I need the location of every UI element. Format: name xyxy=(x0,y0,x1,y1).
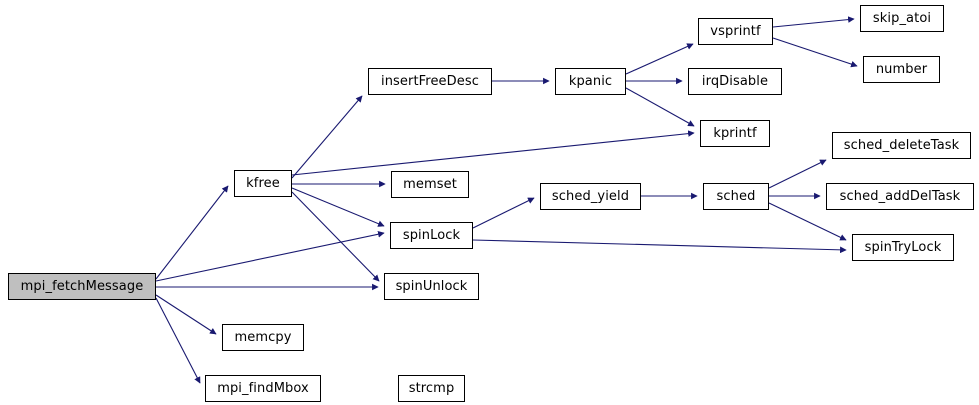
graph-node-mpi_fetchMessage[interactable]: mpi_fetchMessage xyxy=(8,273,156,300)
graph-edge-spinLock-to-spinTryLock xyxy=(472,239,847,254)
graph-edge-mpi_fetchMessage-to-kfree xyxy=(155,185,229,280)
graph-node-label: kprintf xyxy=(713,126,757,141)
graph-node-spinTryLock[interactable]: spinTryLock xyxy=(852,234,954,261)
graph-node-label: sched_deleteTask xyxy=(843,138,960,153)
graph-node-irqDisable[interactable]: irqDisable xyxy=(688,68,782,95)
graph-node-memcpy[interactable]: memcpy xyxy=(222,324,304,351)
graph-edge-kfree-to-insertFreeDesc xyxy=(291,95,363,179)
graph-node-label: insertFreeDesc xyxy=(381,74,479,89)
graph-node-kprintf[interactable]: kprintf xyxy=(700,120,770,147)
graph-edge-vsprintf-to-number xyxy=(772,37,858,68)
graph-node-label: sched xyxy=(716,189,756,204)
graph-node-label: skip_atoi xyxy=(872,11,932,26)
graph-edge-kfree-to-kprintf xyxy=(291,130,695,176)
graph-node-skip_atoi[interactable]: skip_atoi xyxy=(860,5,944,32)
graph-node-insertFreeDesc[interactable]: insertFreeDesc xyxy=(368,68,492,95)
graph-edge-kfree-to-spinUnlock xyxy=(291,191,380,282)
graph-node-memset[interactable]: memset xyxy=(391,171,469,198)
graph-node-spinUnlock[interactable]: spinUnlock xyxy=(384,273,479,300)
graph-node-label: mpi_findMbox xyxy=(217,381,309,396)
graph-node-label: number xyxy=(875,62,928,77)
graph-node-label: mpi_fetchMessage xyxy=(20,279,144,294)
graph-node-sched_addDelTask[interactable]: sched_addDelTask xyxy=(826,183,974,210)
graph-node-kpanic[interactable]: kpanic xyxy=(555,68,626,95)
graph-node-mpi_findMbox[interactable]: mpi_findMbox xyxy=(205,375,321,402)
graph-node-label: memcpy xyxy=(234,330,292,345)
graph-node-vsprintf[interactable]: vsprintf xyxy=(698,18,773,45)
graph-node-label: irqDisable xyxy=(701,74,769,89)
graph-node-label: sched_addDelTask xyxy=(839,189,961,204)
graph-node-label: memset xyxy=(403,177,457,192)
graph-node-label: kfree xyxy=(246,176,280,191)
graph-node-sched[interactable]: sched xyxy=(703,183,769,210)
graph-node-label: spinLock xyxy=(402,228,461,243)
graph-edge-kpanic-to-vsprintf xyxy=(625,43,694,75)
graph-node-sched_yield[interactable]: sched_yield xyxy=(540,183,641,210)
graph-node-label: strcmp xyxy=(408,381,455,396)
graph-edge-mpi_fetchMessage-to-spinLock xyxy=(155,230,385,282)
graph-edge-spinLock-to-sched_yield xyxy=(472,197,535,229)
graph-node-spinLock[interactable]: spinLock xyxy=(390,222,473,249)
graph-node-label: spinTryLock xyxy=(864,240,942,255)
graph-node-label: kpanic xyxy=(568,74,613,89)
graph-edge-vsprintf-to-skip_atoi xyxy=(772,16,855,28)
graph-node-sched_deleteTask[interactable]: sched_deleteTask xyxy=(832,132,971,159)
graph-edge-mpi_fetchMessage-to-mpi_findMbox xyxy=(155,297,201,384)
graph-edge-kpanic-to-kprintf xyxy=(625,87,695,127)
graph-node-strcmp[interactable]: strcmp xyxy=(398,375,465,402)
graph-edge-sched-to-sched_deleteTask xyxy=(768,159,827,189)
graph-node-label: sched_yield xyxy=(551,189,630,204)
graph-node-kfree[interactable]: kfree xyxy=(234,170,292,197)
graph-node-label: vsprintf xyxy=(710,24,761,39)
graph-edge-kfree-to-spinLock xyxy=(291,187,385,227)
graph-node-label: spinUnlock xyxy=(395,279,468,294)
graph-node-number[interactable]: number xyxy=(863,56,940,83)
graph-edge-mpi_fetchMessage-to-memcpy xyxy=(155,294,217,335)
